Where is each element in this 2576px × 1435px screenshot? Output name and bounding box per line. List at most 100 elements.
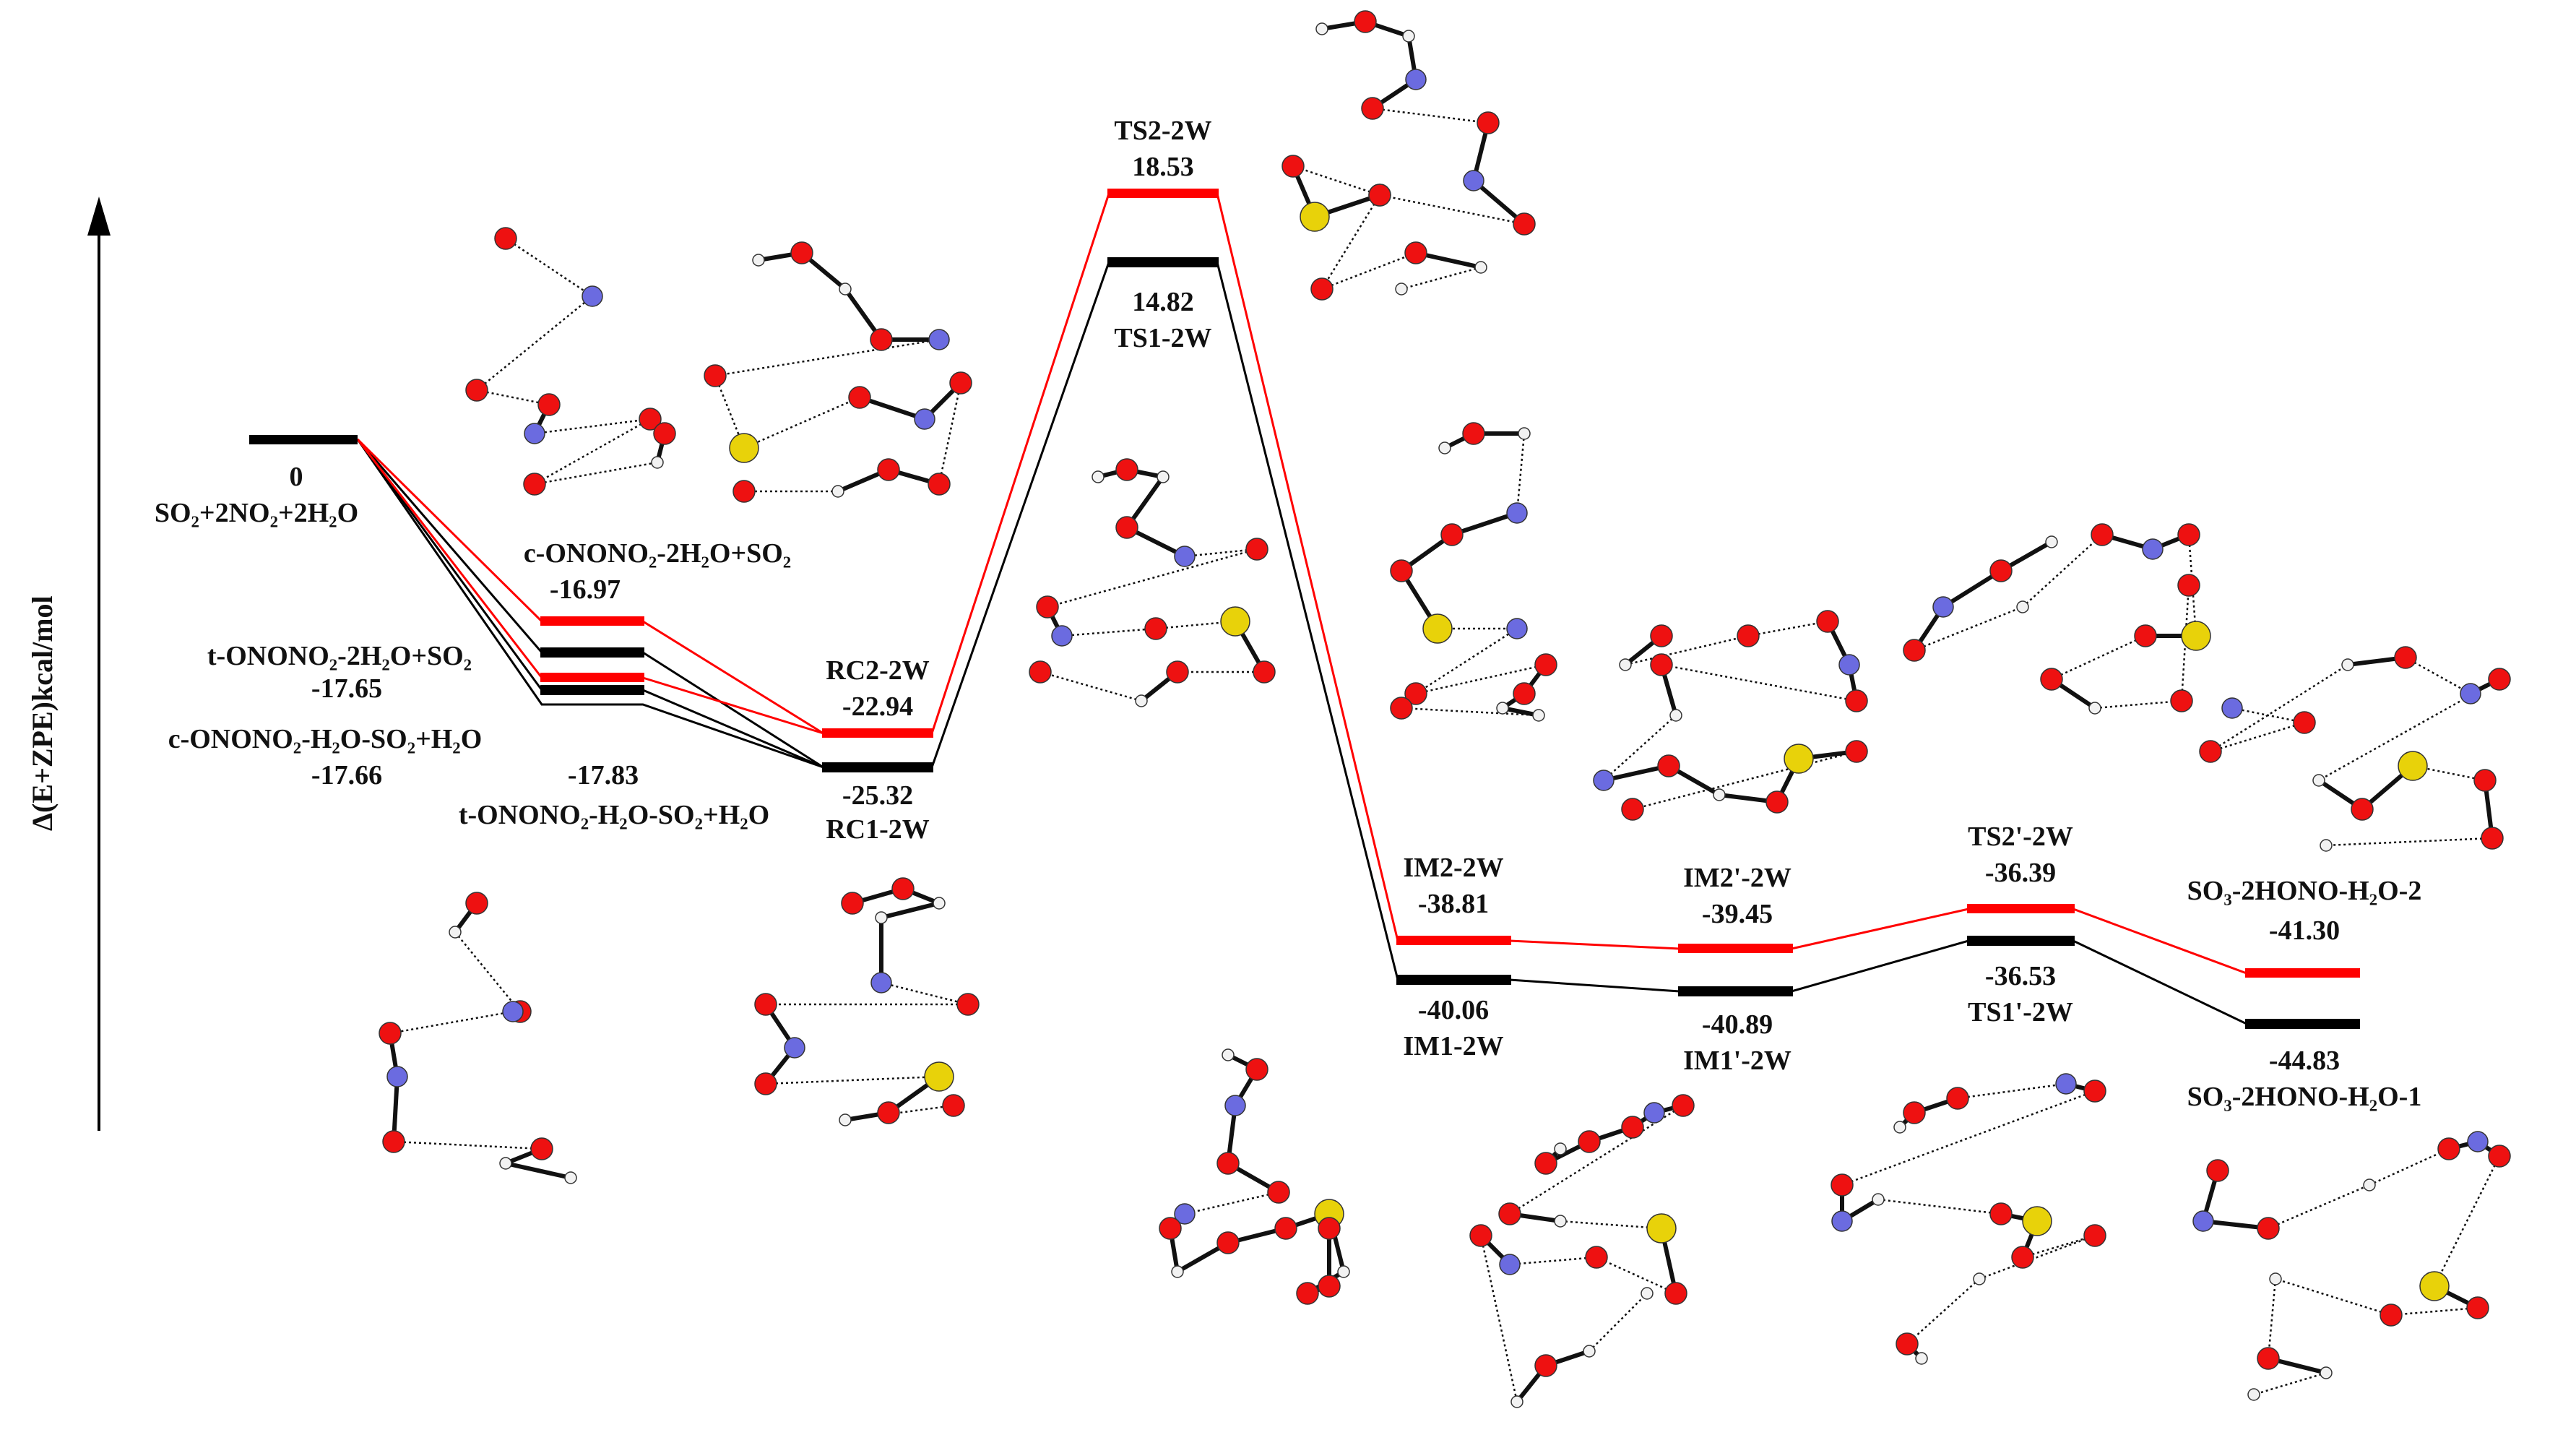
bond — [765, 1075, 940, 1085]
atom — [1831, 1173, 1854, 1197]
bond — [1516, 433, 1526, 514]
atom — [1274, 1217, 1297, 1240]
atom — [1657, 754, 1680, 777]
atom — [1051, 625, 1073, 647]
atom — [1115, 458, 1138, 481]
atom — [877, 1101, 900, 1124]
atom — [2419, 1271, 2450, 1301]
bond — [1372, 107, 1489, 124]
atom — [1159, 1217, 1182, 1240]
atom — [1513, 212, 1536, 236]
atom — [1513, 682, 1536, 705]
atom — [956, 993, 980, 1016]
atom — [2466, 1296, 2489, 1319]
level-bar-reactant — [249, 435, 358, 444]
atom — [1036, 595, 1059, 619]
bond — [1661, 663, 1857, 702]
bond — [1979, 1234, 2096, 1280]
atom — [1499, 1254, 1521, 1275]
bond — [2267, 1278, 2277, 1359]
bond — [1479, 1235, 1518, 1402]
atom — [2177, 574, 2200, 597]
bond — [1184, 548, 1258, 558]
atom — [1946, 1087, 1969, 1110]
bond — [393, 1140, 543, 1150]
structure-p1 — [2192, 1131, 2511, 1401]
level-bar-p1 — [2245, 1019, 2360, 1029]
atom — [1404, 241, 1427, 264]
atom — [1496, 702, 1509, 715]
energy-label-p1: -44.83 — [2269, 1046, 2340, 1076]
atom — [1245, 1058, 1268, 1081]
atom — [1462, 422, 1485, 445]
atom — [1354, 10, 1377, 33]
energy-label-im2p: -39.45 — [1702, 899, 1773, 929]
atom — [1765, 790, 1789, 814]
atom — [499, 1157, 512, 1170]
atom — [2083, 1224, 2106, 1247]
atom — [1510, 1395, 1523, 1408]
atom — [386, 1066, 408, 1087]
atom — [1915, 1352, 1928, 1365]
atom — [1784, 744, 1814, 774]
atom — [1621, 798, 1644, 821]
bond — [1957, 1082, 2067, 1100]
energy-label-im1: -40.06 — [1418, 995, 1489, 1025]
energy-label-c-ononono2-h2o-so2: -17.66 — [311, 760, 382, 790]
atom — [2247, 1388, 2260, 1401]
atom — [2134, 624, 2157, 647]
energy-label-rc1: -25.32 — [842, 780, 913, 811]
energy-label-t-ononono2-h2o-so2: -17.83 — [568, 760, 639, 790]
atom — [1534, 653, 1557, 676]
bond — [1841, 1090, 2096, 1186]
atom — [2022, 1206, 2052, 1236]
bond — [1379, 194, 1525, 225]
structure-c-ononono2-2h2o — [465, 227, 676, 496]
atom — [1506, 502, 1528, 524]
bond — [881, 901, 940, 920]
bond — [2433, 1155, 2501, 1287]
level-bar-rc1 — [822, 762, 933, 772]
level-bar-ts2p — [1967, 904, 2075, 913]
atom — [1672, 1094, 1695, 1117]
atom — [752, 254, 765, 267]
energy-label-im2: -38.81 — [1418, 889, 1489, 919]
bond — [534, 418, 651, 435]
atom — [1554, 1215, 1567, 1228]
name-label-rc2: RC2-2W — [826, 655, 930, 686]
atom — [1585, 1246, 1608, 1269]
bond — [1321, 251, 1417, 290]
atom — [2488, 1145, 2511, 1168]
energy-label-ts1: 14.82 — [1132, 287, 1194, 317]
name-label-p2: SO₃-2HONO-H₂O-2 — [2187, 876, 2422, 906]
energy-label-c-ononono2-2h2o: -16.97 — [550, 574, 621, 605]
atom — [1583, 1345, 1596, 1358]
atom — [1315, 22, 1328, 35]
bond — [2318, 678, 2500, 782]
atom — [754, 993, 777, 1016]
atom — [790, 241, 813, 264]
atom — [1337, 1265, 1350, 1278]
atom — [2192, 1210, 2214, 1232]
atom — [2045, 535, 2058, 548]
bond — [1560, 1220, 1662, 1230]
bond — [1184, 1191, 1279, 1215]
atom — [933, 897, 946, 910]
bond — [389, 1010, 514, 1035]
atom — [1831, 1210, 1853, 1232]
name-label-ts2p: TS2'-2W — [1968, 822, 2073, 852]
atom — [1532, 709, 1545, 722]
atom — [1737, 624, 1760, 647]
atom — [839, 283, 852, 296]
level-labels: 0 SO₂+2NO₂+2H₂O c-ONONO₂-2H₂O+SO₂ -16.97… — [155, 116, 2421, 1112]
atom — [1422, 613, 1453, 644]
atom — [465, 379, 488, 402]
atom — [1664, 1282, 1687, 1305]
atom — [2040, 668, 2063, 691]
bond — [2094, 699, 2182, 710]
atom — [1395, 283, 1408, 296]
structure-p2 — [2199, 646, 2511, 852]
bond — [505, 237, 593, 298]
atom — [653, 422, 676, 445]
atom — [449, 926, 462, 939]
